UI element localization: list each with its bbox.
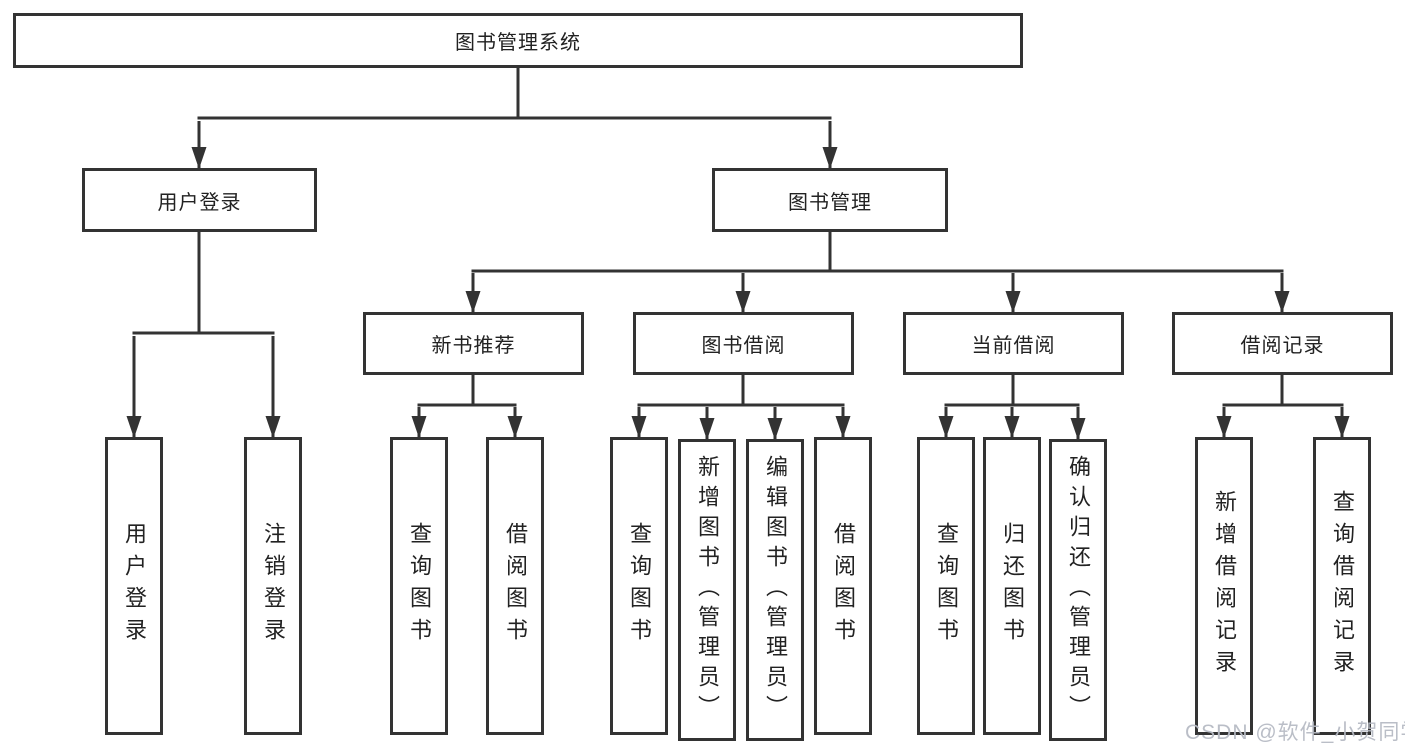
- node-system-root: 图书管理系统: [13, 13, 1023, 68]
- leaf-br-add-record: 新增借阅记录: [1195, 437, 1253, 735]
- leaf-user-login: 用户登录: [105, 437, 163, 735]
- leaf-cb-return-books: 归还图书: [983, 437, 1041, 735]
- leaf-user-login-label: 用户登录: [122, 522, 147, 650]
- leaf-cb-confirm-return-admin: 确认归还（管理员）: [1049, 439, 1107, 741]
- leaf-bb-query-books-label: 查询图书: [627, 522, 652, 650]
- leaf-br-add-record-label: 新增借阅记录: [1212, 490, 1237, 682]
- node-borrowing-records-label: 借阅记录: [1240, 335, 1325, 357]
- leaf-cb-return-books-label: 归还图书: [1000, 522, 1025, 650]
- leaf-cb-query-books-label: 查询图书: [934, 522, 959, 650]
- node-current-borrowing-label: 当前借阅: [971, 335, 1056, 357]
- node-book-borrowing: 图书借阅: [633, 312, 854, 375]
- node-system-root-label: 图书管理系统: [455, 32, 581, 54]
- leaf-bb-borrow-books: 借阅图书: [814, 437, 872, 735]
- leaf-rec-borrow-books: 借阅图书: [486, 437, 544, 735]
- leaf-rec-query-books: 查询图书: [390, 437, 448, 735]
- csdn-watermark: CSDN @软件_小贺同学: [1185, 721, 1405, 744]
- node-new-book-recommendation-label: 新书推荐: [431, 335, 516, 357]
- node-book-borrowing-label: 图书借阅: [701, 335, 786, 357]
- leaf-bb-add-books-admin: 新增图书（管理员）: [678, 439, 736, 741]
- leaf-bb-borrow-books-label: 借阅图书: [831, 522, 856, 650]
- leaf-bb-query-books: 查询图书: [610, 437, 668, 735]
- leaf-logout-label: 注销登录: [261, 522, 286, 650]
- leaf-br-query-record-label: 查询借阅记录: [1330, 490, 1355, 682]
- leaf-logout: 注销登录: [244, 437, 302, 735]
- node-user-login-label: 用户登录: [157, 191, 242, 214]
- leaf-cb-confirm-return-admin-label: 确认归还（管理员）: [1066, 455, 1091, 725]
- leaf-cb-query-books: 查询图书: [917, 437, 975, 735]
- leaf-bb-add-books-admin-label: 新增图书（管理员）: [695, 455, 720, 725]
- leaf-rec-borrow-books-label: 借阅图书: [503, 522, 528, 650]
- node-book-management: 图书管理: [712, 168, 948, 232]
- leaf-bb-edit-books-admin: 编辑图书（管理员）: [746, 439, 804, 741]
- node-borrowing-records: 借阅记录: [1172, 312, 1393, 375]
- node-user-login: 用户登录: [82, 168, 317, 232]
- node-new-book-recommendation: 新书推荐: [363, 312, 584, 375]
- node-book-management-label: 图书管理: [788, 191, 872, 214]
- leaf-bb-edit-books-admin-label: 编辑图书（管理员）: [763, 455, 788, 725]
- node-current-borrowing: 当前借阅: [903, 312, 1124, 375]
- leaf-rec-query-books-label: 查询图书: [407, 522, 432, 650]
- leaf-br-query-record: 查询借阅记录: [1313, 437, 1371, 735]
